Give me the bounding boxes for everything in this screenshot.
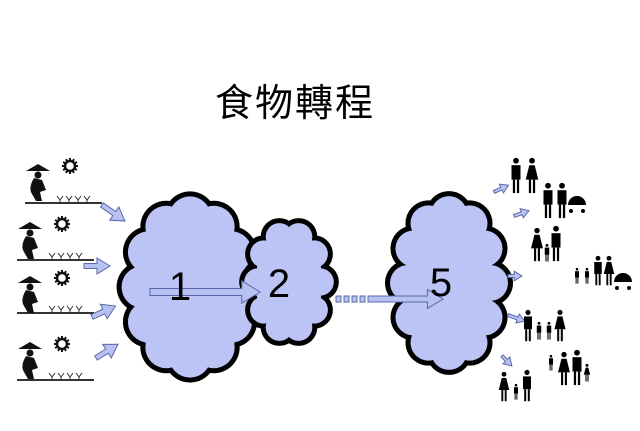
arrow-1-to-2 — [149, 279, 261, 305]
cloud-label: 2 — [268, 262, 290, 306]
sprout-icon — [56, 195, 64, 203]
crouching-farmer-icon — [22, 236, 38, 259]
crouching-farmer-icon — [22, 356, 38, 379]
family-icon — [531, 225, 561, 262]
straw-hat-icon — [18, 222, 42, 229]
cloud-labels: 1 2 5 — [169, 261, 452, 309]
straw-hat-icon — [18, 342, 42, 349]
cloud-label: 1 — [169, 265, 191, 309]
arrow-icon — [90, 303, 117, 320]
sprout-icon — [66, 372, 74, 380]
arrow-to-5 — [367, 288, 444, 310]
crouching-farmer-icon — [30, 178, 46, 201]
family-icon — [524, 309, 566, 342]
families-group — [498, 157, 632, 402]
cloud-5 — [385, 191, 513, 375]
family-icon — [543, 182, 586, 219]
sun-icon — [54, 216, 70, 232]
arrow-icon — [507, 270, 523, 282]
arrow-icon — [83, 257, 111, 275]
sprout-icon — [48, 372, 56, 380]
ellipsis-dots — [335, 295, 366, 303]
arrow-icon — [500, 354, 513, 367]
sprout-icon — [57, 252, 65, 260]
sprout-icon — [75, 305, 83, 313]
sprout-icon — [57, 372, 65, 380]
cloud-2 — [239, 218, 339, 346]
arrow-icon — [93, 343, 119, 361]
sprout-icon — [74, 195, 82, 203]
sprout-icon — [75, 372, 83, 380]
input-arrows — [83, 202, 126, 361]
family-icon — [498, 369, 531, 402]
sprout-icon — [48, 252, 56, 260]
sprout-icon — [57, 305, 65, 313]
farmers-group — [17, 158, 102, 381]
arrow-icon — [492, 183, 510, 195]
straw-hat-icon — [26, 164, 50, 171]
cloud-label: 5 — [430, 261, 452, 305]
clouds-group — [116, 191, 513, 383]
farmer-icon — [17, 270, 94, 314]
crouching-farmer-icon — [22, 290, 38, 313]
arrow-icon — [512, 208, 530, 219]
farmer-icon — [25, 158, 102, 204]
sprout-icon — [66, 252, 74, 260]
sprout-icon — [75, 252, 83, 260]
arrow-icon — [506, 312, 526, 324]
sprout-icon — [83, 195, 91, 203]
sprout-icon — [65, 195, 73, 203]
straw-hat-icon — [18, 276, 42, 283]
family-icon — [575, 255, 632, 290]
sun-icon — [62, 158, 78, 174]
sprout-icon — [48, 305, 56, 313]
farmer-icon — [17, 336, 94, 381]
diagram-title: 食物轉程 — [214, 81, 375, 125]
sun-icon — [54, 336, 70, 352]
family-icon — [549, 349, 591, 386]
sun-icon — [54, 270, 70, 286]
output-arrows — [492, 183, 530, 367]
transfer-arrows — [149, 279, 444, 310]
sprout-icon — [66, 305, 74, 313]
farmer-icon — [17, 216, 94, 261]
arrow-icon — [99, 202, 126, 222]
cloud-1 — [116, 191, 264, 383]
family-icon — [511, 157, 539, 194]
